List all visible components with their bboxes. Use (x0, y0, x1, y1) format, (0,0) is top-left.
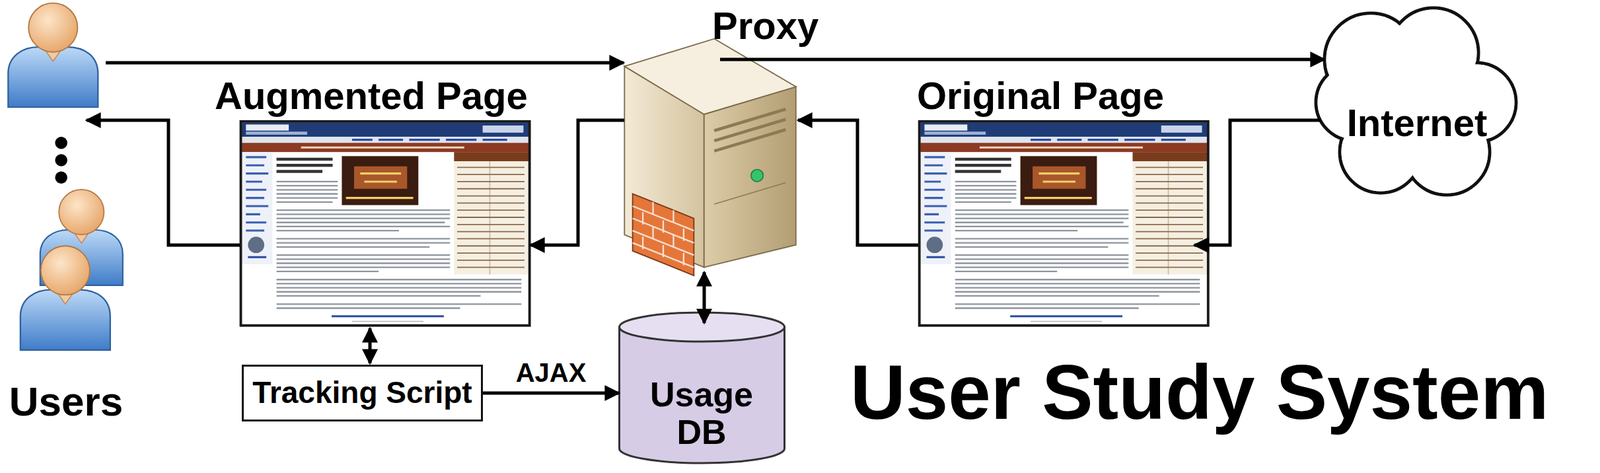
arrow-connector (105, 61, 624, 65)
user-group: Users (0, 0, 133, 427)
arrow-connector (1194, 120, 1321, 246)
user-icon (20, 245, 111, 351)
database-cylinder: Usage DB (617, 311, 787, 465)
server-tower (624, 38, 796, 115)
arrow-connector (702, 272, 707, 324)
node-label: Tracking Script (243, 375, 481, 411)
cylinder-outline (619, 327, 785, 464)
arrow-connector (720, 58, 1325, 62)
node-label: Augmented Page (214, 73, 532, 119)
node-label: Proxy (712, 3, 845, 49)
proxy-server: Proxy (620, 0, 833, 273)
arrow-connector (530, 120, 625, 246)
diagram-title: User Study System (850, 348, 1549, 437)
firewall-bricks (632, 206, 695, 268)
ellipsis-dot (54, 153, 68, 167)
script-box: Tracking Script (241, 364, 483, 422)
page-screenshot (918, 120, 1209, 327)
cylinder-outline (619, 312, 785, 342)
firewall-bricks (642, 202, 684, 266)
firewall-bricks (632, 193, 695, 276)
user-icon (7, 3, 98, 108)
node-label: Usage DB (642, 375, 762, 452)
ellipsis-dot (54, 171, 68, 184)
node-label: Original Page (916, 73, 1196, 119)
arrow-connector (368, 328, 372, 364)
ellipsis-dot (54, 136, 68, 150)
edge-label: AJAX (515, 357, 587, 388)
server-tower (714, 182, 786, 204)
arrow-connector (482, 391, 619, 396)
firewall-bricks (632, 193, 695, 276)
server-tower (704, 86, 797, 267)
web-page: Augmented Page (214, 73, 532, 328)
node-label: Internet (1314, 101, 1520, 146)
server-tower (751, 169, 764, 182)
illustration-group (7, 3, 1209, 351)
arrow-connector (86, 120, 240, 246)
page-screenshot (239, 120, 531, 327)
node-label: Users (0, 377, 133, 425)
internet-cloud: Internet (1314, 3, 1520, 202)
server-tower (714, 109, 786, 151)
web-page: Original Page (914, 73, 1196, 328)
connector-group (86, 59, 1325, 394)
arrow-connector (798, 120, 919, 246)
